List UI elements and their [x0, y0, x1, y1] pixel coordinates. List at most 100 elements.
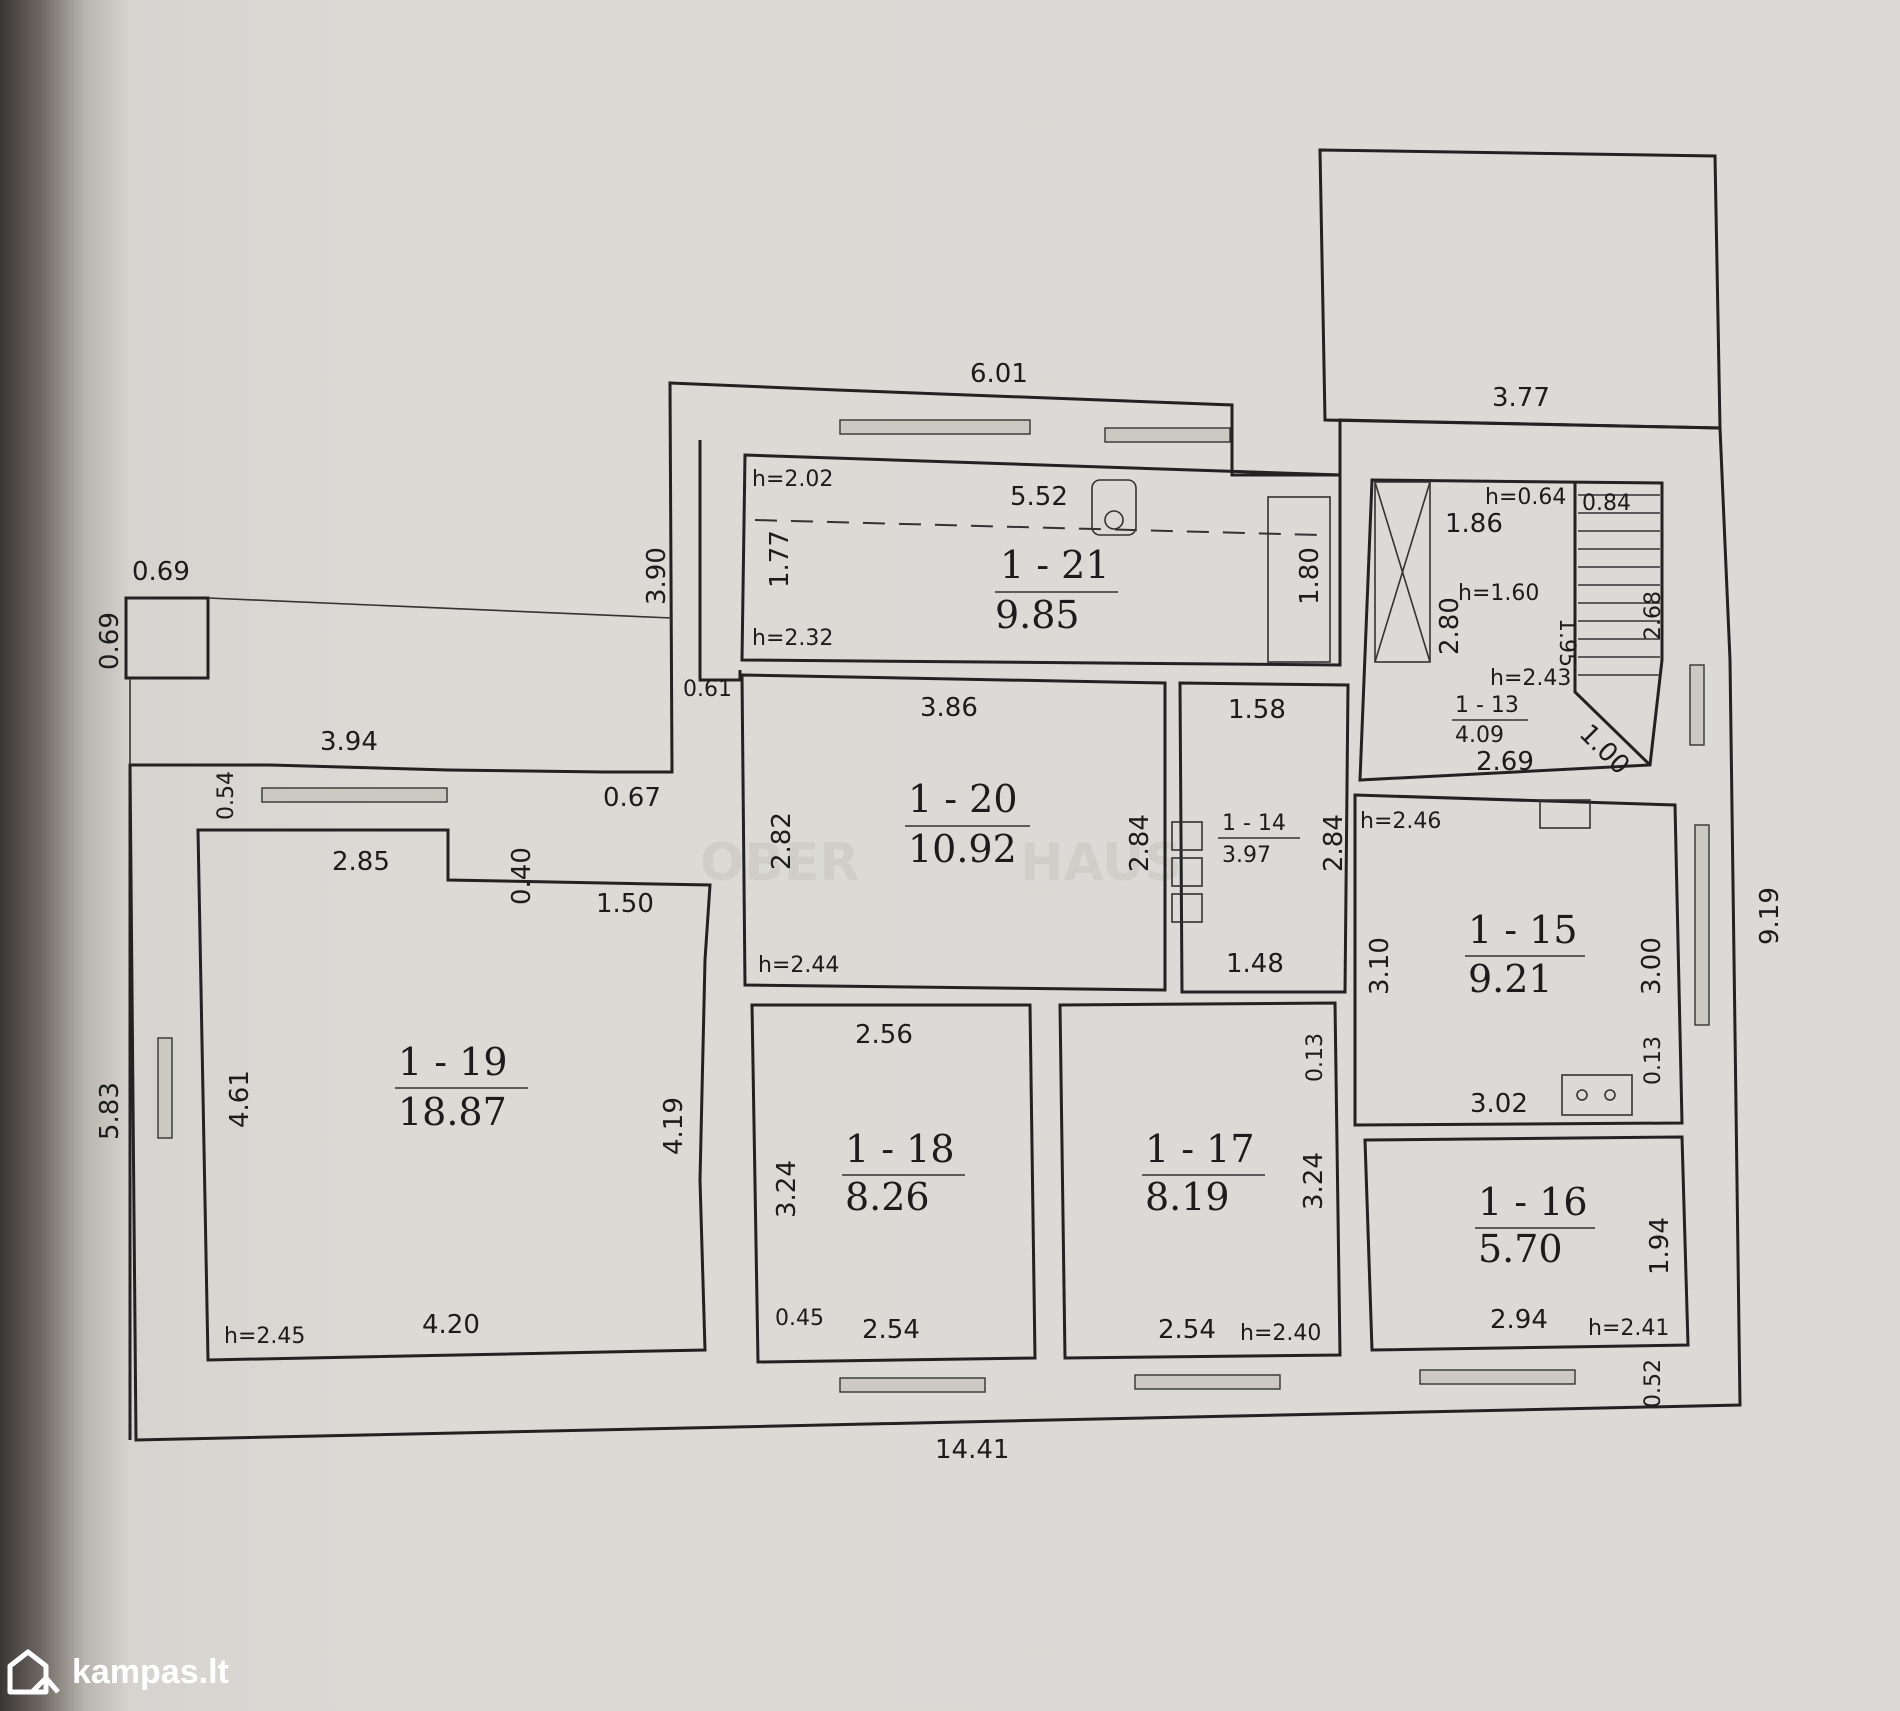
r14-bottom: 1.48 [1226, 949, 1284, 979]
toilet-icon [1091, 479, 1137, 536]
window-bottom-3 [1419, 1369, 1576, 1385]
dim-left-5-83: 5.83 [95, 1082, 125, 1140]
r17-h: h=2.40 [1240, 1321, 1321, 1346]
stove-burner-1 [1576, 1089, 1588, 1101]
r13-2-80: 2.80 [1435, 597, 1465, 655]
dim-0-45: 0.45 [775, 1306, 824, 1331]
r16-right: 1.94 [1645, 1217, 1675, 1275]
r13-1-95: 1.95 [1554, 618, 1579, 667]
staircase-steps [1578, 494, 1660, 676]
r18-id: 1 - 18 [845, 1127, 955, 1171]
window-left [157, 1037, 173, 1139]
window-porch [261, 787, 448, 803]
r19-id: 1 - 19 [398, 1040, 508, 1084]
r14-right: 2.84 [1319, 814, 1349, 872]
window-top-2 [1104, 427, 1231, 443]
stove-burner-2 [1604, 1089, 1616, 1101]
r16-h: h=2.41 [1588, 1316, 1669, 1341]
r15-h: h=2.46 [1360, 809, 1441, 834]
r13-h-0-64: h=0.64 [1485, 485, 1566, 510]
room-17-outline [1058, 1001, 1342, 1360]
vent-icon-2 [1171, 857, 1203, 887]
r15-left: 3.10 [1365, 937, 1395, 995]
chimney-shaft [1374, 481, 1431, 663]
room-20-outline [740, 673, 1167, 992]
r19-h: h=2.45 [224, 1324, 305, 1349]
dim-left-3-90: 3.90 [642, 547, 672, 605]
dim-porch-0-69-b: 0.69 [95, 612, 125, 670]
r21-id: 1 - 21 [1000, 543, 1110, 587]
vent-icon-3 [1171, 893, 1203, 923]
r20-width: 3.86 [920, 693, 978, 723]
r20-left: 2.82 [767, 812, 797, 870]
r15-bottom: 3.02 [1470, 1089, 1528, 1119]
r13-h-2-43: h=2.43 [1490, 666, 1571, 691]
r14-area: 3.97 [1222, 843, 1271, 868]
r13-1-00: 1.00 [1573, 719, 1635, 781]
r17-0-13: 0.13 [1303, 1033, 1328, 1082]
dim-porch-0-69-a: 0.69 [132, 557, 190, 587]
r19-bottom: 4.20 [422, 1310, 480, 1340]
dim-top-6-01: 6.01 [970, 359, 1028, 389]
r20-right: 2.84 [1125, 814, 1155, 872]
dim-0-54: 0.54 [214, 771, 239, 820]
r15-right: 3.00 [1637, 937, 1667, 995]
r15-area: 9.21 [1468, 957, 1553, 1001]
dim-bottom-14-41: 14.41 [935, 1435, 1009, 1465]
r21-h-bot: h=2.32 [752, 626, 833, 651]
r14-top: 1.58 [1228, 695, 1286, 725]
r16-bottom: 2.94 [1490, 1305, 1548, 1335]
room-19-outline [196, 828, 712, 1362]
r18-area: 8.26 [845, 1175, 930, 1219]
chimney-cross-2 [1374, 481, 1431, 663]
r21-h-top: h=2.02 [752, 467, 833, 492]
r21-bath: 1.80 [1295, 547, 1325, 605]
r20-id: 1 - 20 [908, 777, 1018, 821]
r13-area: 4.09 [1455, 723, 1504, 748]
room-15-outline [1353, 793, 1684, 1127]
r17-area: 8.19 [1145, 1175, 1230, 1219]
brand-name: kampas.lt [72, 1652, 229, 1691]
window-bottom-2 [1134, 1374, 1281, 1390]
r17-id: 1 - 17 [1145, 1127, 1255, 1171]
r19-0-40: 0.40 [507, 847, 537, 905]
house-icon [7, 1649, 60, 1695]
r15-0-13: 0.13 [1641, 1036, 1666, 1085]
dim-0-52: 0.52 [1641, 1359, 1666, 1408]
r18-top: 2.56 [855, 1020, 913, 1050]
inner-wall-left [698, 440, 742, 682]
porch-column [124, 596, 210, 680]
room-13-outline [1358, 478, 1664, 782]
room-18-outline [750, 1003, 1037, 1364]
r13-h-1-60: h=1.60 [1458, 581, 1539, 606]
stair-edge [1573, 483, 1652, 767]
r18-bottom: 2.54 [862, 1315, 920, 1345]
r19-1-50: 1.50 [596, 889, 654, 919]
toilet-bowl-icon [1104, 510, 1124, 530]
kampas-logo[interactable]: kampas.lt [6, 1648, 229, 1696]
dim-top-3-77: 3.77 [1492, 383, 1550, 413]
room-16-outline [1363, 1135, 1690, 1352]
window-bottom-1 [839, 1377, 986, 1393]
room-14-outline [1178, 681, 1350, 994]
dim-0-67: 0.67 [603, 783, 661, 813]
watermark-left: OBER [700, 833, 859, 893]
bathtub-icon [1267, 496, 1331, 663]
outer-wall [128, 381, 1742, 1442]
r13-2-69: 2.69 [1476, 747, 1534, 777]
r16-area: 5.70 [1478, 1227, 1563, 1271]
r17-bottom: 2.54 [1158, 1315, 1216, 1345]
dim-right-9-19: 9.19 [1755, 887, 1785, 945]
r13-2-68: 2.68 [1641, 591, 1666, 640]
room-21-dashed [754, 519, 1321, 536]
dim-0-61: 0.61 [683, 677, 732, 702]
r15-id: 1 - 15 [1468, 908, 1578, 952]
r20-area: 10.92 [908, 827, 1017, 871]
r19-area: 18.87 [398, 1090, 507, 1134]
r19-left: 4.61 [225, 1070, 255, 1128]
r21-area: 9.85 [995, 593, 1080, 637]
r19-right: 4.19 [659, 1097, 689, 1155]
porch-line-top [207, 597, 673, 619]
r20-h: h=2.44 [758, 953, 839, 978]
r21-width: 5.52 [1010, 482, 1068, 512]
